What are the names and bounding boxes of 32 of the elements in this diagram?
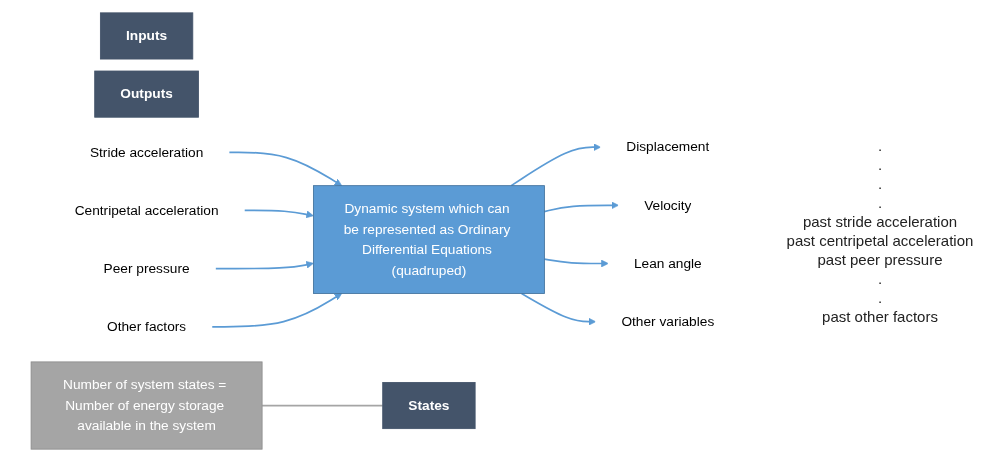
state-text: past peer pressure (817, 251, 943, 268)
ellipsis-dot: . (877, 137, 883, 154)
node-text: Velocity (644, 197, 692, 213)
ellipsis-dot: . (877, 289, 883, 306)
arrow (510, 143, 602, 187)
arrow (543, 258, 609, 268)
arrow (543, 201, 619, 213)
node-text: Peer pressure (103, 260, 190, 276)
node-text: Other factors (107, 319, 187, 334)
node-box: States (382, 382, 476, 430)
arrow (228, 151, 343, 186)
ellipsis-dot: . (877, 194, 883, 211)
state-text: past centripetal acceleration (786, 232, 974, 249)
node-text: Centripetal acceleration (74, 202, 219, 218)
ellipsis-dot: . (877, 156, 883, 173)
state-text: past other factors (822, 308, 938, 325)
arrow (214, 261, 314, 270)
ellipsis-dot: . (877, 270, 883, 287)
connector (261, 404, 384, 407)
state-text: past stride acceleration (802, 213, 958, 230)
node-box: Outputs (94, 70, 199, 118)
node-box: Number of system states = Number of energy storage available in the system (30, 361, 263, 450)
node-text: Stride acceleration (89, 144, 204, 160)
ellipsis-dot: . (877, 175, 883, 192)
node-text: Lean angle (633, 255, 702, 271)
node-text: Displacement (626, 139, 710, 154)
node-box: Dynamic system which can be represented as Ordinary Differential Equations (quadruped) (313, 185, 545, 294)
arrow (520, 292, 597, 326)
node-text: Other variables (621, 313, 715, 329)
arrow (210, 293, 343, 328)
arrow (243, 209, 314, 219)
node-box: Inputs (99, 12, 194, 60)
